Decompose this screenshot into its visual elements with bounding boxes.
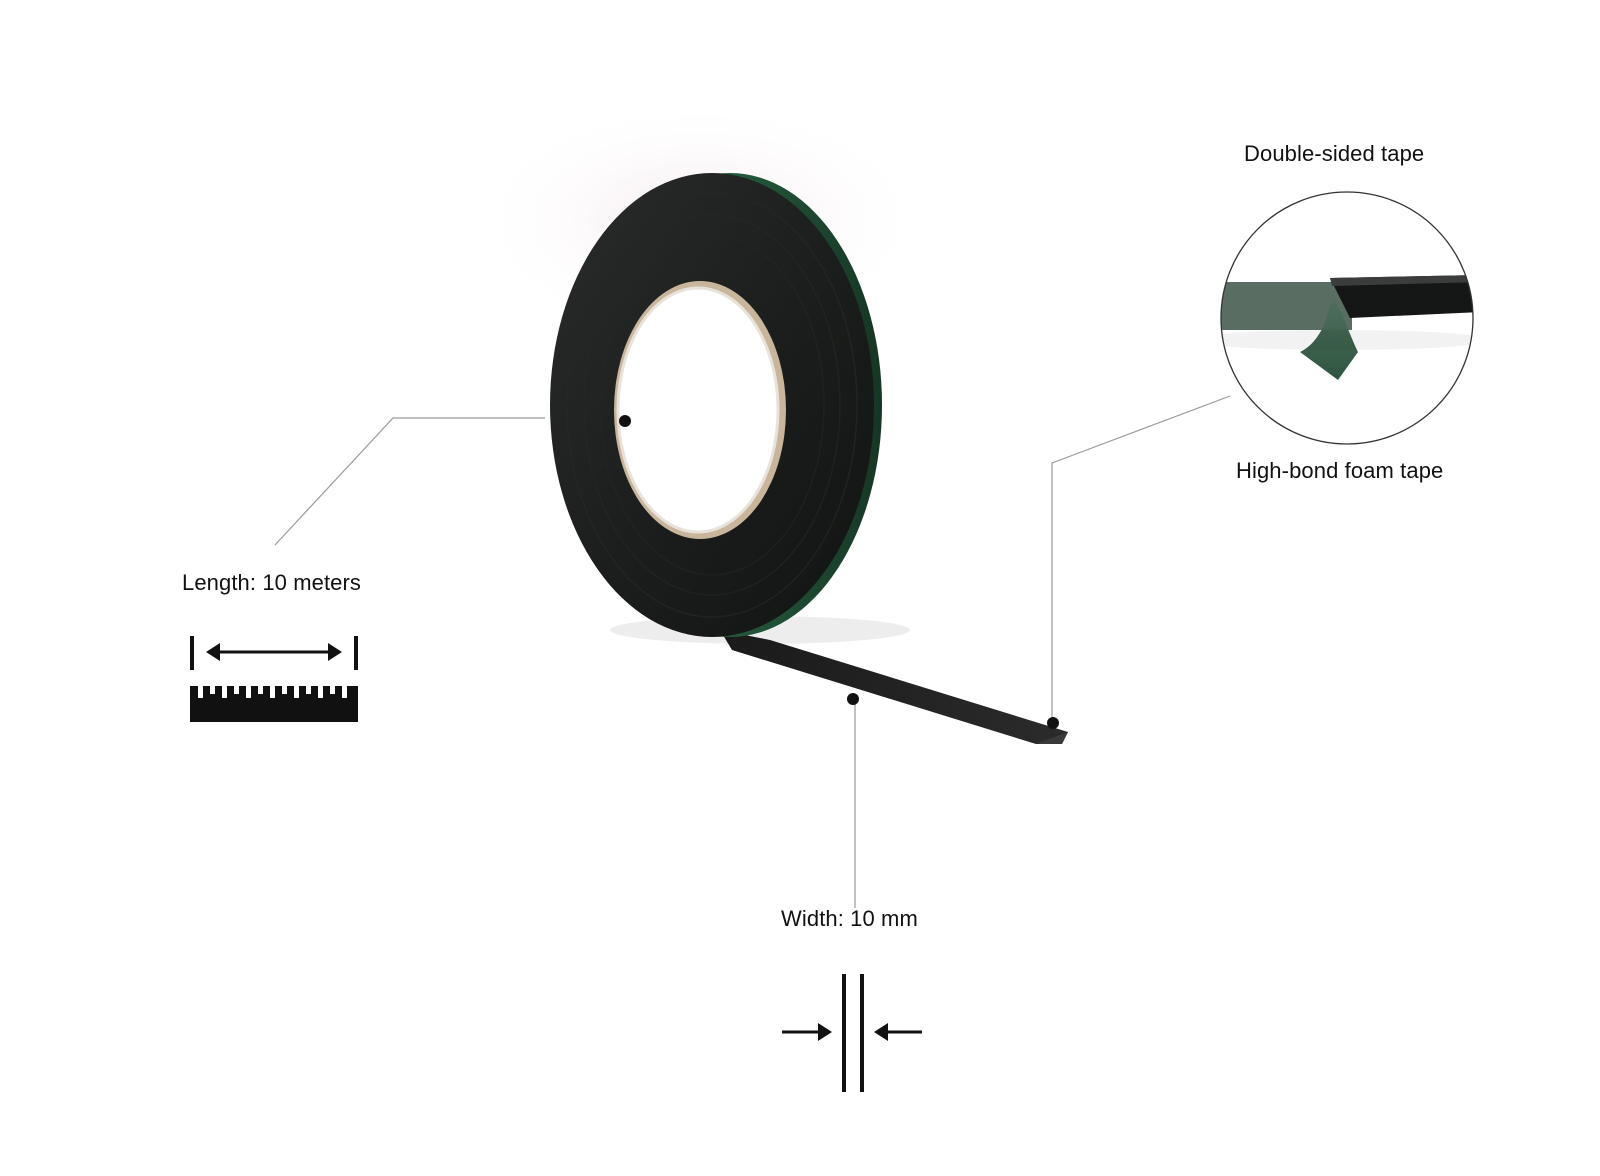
tape-strip <box>720 630 1068 744</box>
callout-high-bond: High-bond foam tape <box>1236 458 1444 483</box>
tape-roll <box>550 173 882 637</box>
ruler-length-icon <box>190 636 358 722</box>
leader-highbond <box>1051 395 1231 723</box>
width-arrows-icon <box>782 974 922 1092</box>
callout-dot-width <box>847 693 859 705</box>
leader-lines <box>274 395 1231 908</box>
callout-dot-highbond <box>1047 717 1059 729</box>
callout-width: Width: 10 mm <box>781 906 918 931</box>
callout-dot-length <box>619 415 631 427</box>
detail-inset <box>1220 191 1474 445</box>
callout-length: Length: 10 meters <box>182 570 362 595</box>
callout-double-sided: Double-sided tape <box>1244 141 1425 166</box>
roll-hole <box>618 288 778 532</box>
leader-length <box>274 417 545 546</box>
